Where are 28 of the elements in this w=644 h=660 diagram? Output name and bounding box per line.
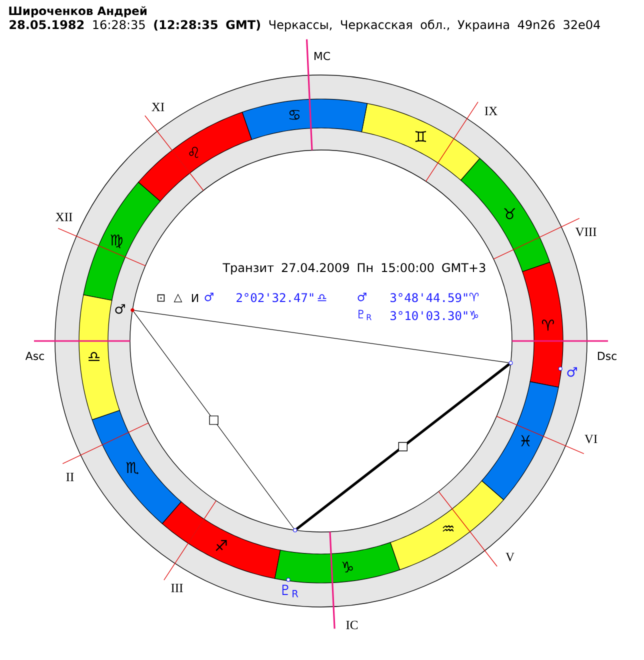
planet-glyph: ♇$_{R}$ <box>358 310 372 320</box>
house-label: VIII <box>575 228 596 236</box>
title: Широченков Андрей <box>9 6 146 18</box>
planet-glyph: ♂ <box>204 292 214 302</box>
aspect-symbol: △ <box>174 294 182 302</box>
axis-label: Asc <box>25 352 44 360</box>
axis-label: Dsc <box>598 352 616 360</box>
birth-data-text: 28.05.1982 16:28:35 (12:28:35 GMT) Черкассы, Черкасская обл., Украина 49n26 32e04 <box>10 20 600 32</box>
planet-glyph: ♂ <box>567 367 577 377</box>
sign-glyph: ♑ <box>470 310 478 320</box>
aspect-line <box>134 310 510 363</box>
planet-glyph: ♇$_{R}$ <box>282 584 298 598</box>
house-label: VI <box>584 434 598 444</box>
axis-label: IC <box>346 620 358 630</box>
aspect-line <box>133 311 294 529</box>
position-text: 3°48'44.59" <box>390 293 468 302</box>
sign-glyph: ♎ <box>318 294 326 302</box>
zodiac-segment: ♓ <box>481 381 559 500</box>
position-text: 2°02'32.47" <box>236 293 314 302</box>
position-text: 3°10'03.30" <box>390 311 468 320</box>
house-label: II <box>66 472 74 482</box>
axis-label: MC <box>314 52 330 60</box>
aspect-symbol: И <box>192 294 198 302</box>
zodiac-segment: ♊ <box>361 103 480 181</box>
planet-glyph: ♂ <box>358 292 366 302</box>
sign-glyph: ♈ <box>469 292 479 302</box>
aspect-line <box>296 363 510 530</box>
zodiac-segment: ♐ <box>162 501 281 579</box>
